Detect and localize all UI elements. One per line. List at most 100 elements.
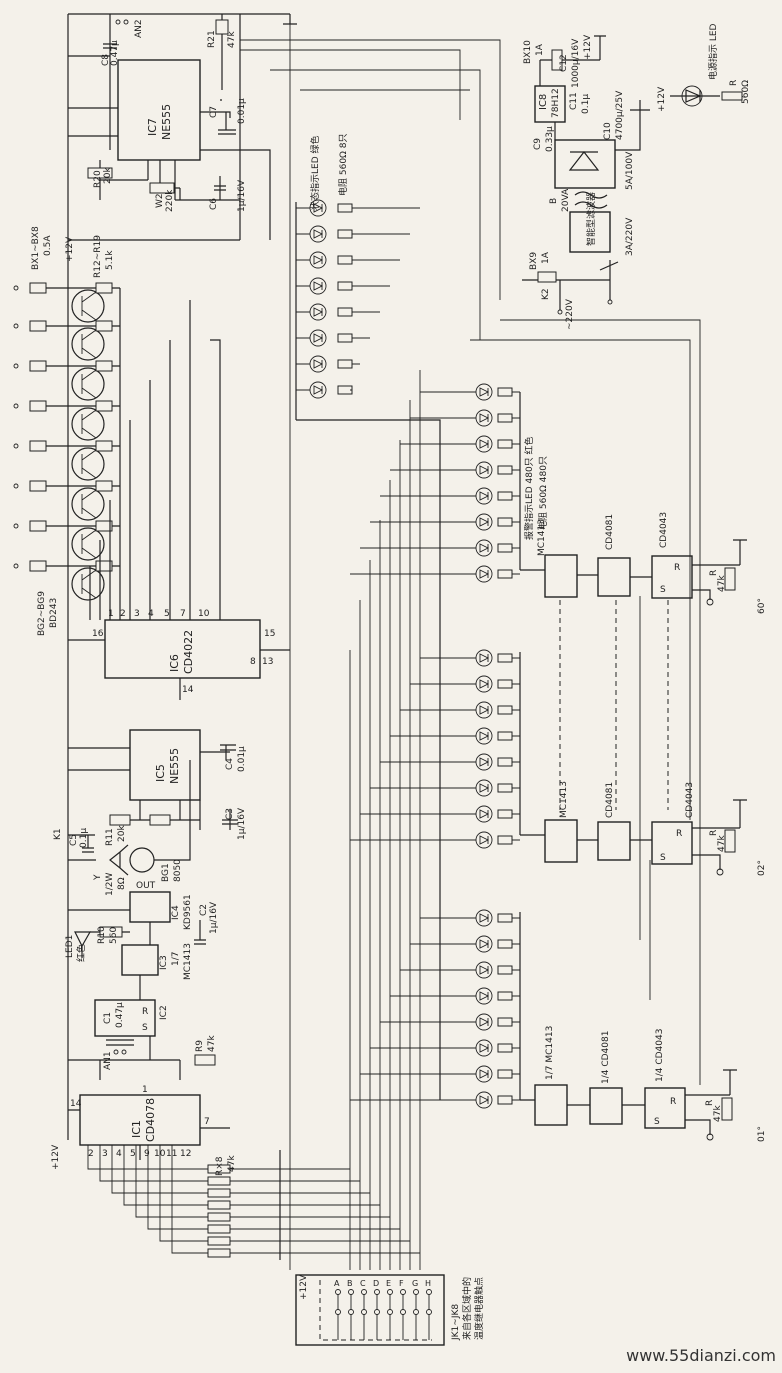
label-c9-val: 0.33μ [545, 126, 555, 152]
status-led-6 [309, 329, 327, 347]
transistor-4 [71, 360, 113, 401]
label-b-val: 20VA [561, 188, 571, 212]
jk-pin-F: F [399, 1279, 406, 1340]
transistor-5 [71, 400, 113, 441]
label-pwr-12v: +12V [657, 86, 667, 112]
label-c4: C4 [225, 758, 235, 770]
status-resistor-6 [337, 333, 353, 343]
label-c9: C9 [533, 138, 543, 150]
status-led-7 [309, 355, 327, 373]
label-bx1-8-val: 0.5A [43, 235, 53, 256]
ic5-box [129, 729, 201, 801]
label-w2-val: 220k [165, 189, 175, 212]
jk-plus12v: +12V [299, 1274, 309, 1300]
label-c8: C8 [101, 54, 111, 66]
fuse-2 [29, 320, 47, 332]
jk-pin-B: B [347, 1279, 354, 1340]
chain3-r-label: R [705, 1100, 715, 1106]
ic6-pin-16: 16 [92, 629, 104, 639]
ic1-part: CD4078 [144, 1098, 157, 1142]
fuse-5 [29, 440, 47, 452]
label-ac: ~220V [565, 298, 575, 330]
label-c6: C6 [209, 198, 219, 210]
alarm-resistor-b-6 [497, 783, 513, 793]
filter-box [569, 211, 611, 253]
label-k2: K2 [541, 288, 551, 300]
alarm-led-a-8 [475, 565, 493, 583]
label-pwr-r: R [729, 80, 739, 86]
chain2-r-label: R [709, 830, 719, 836]
alarm-resistor-a-8 [497, 569, 513, 579]
transistor-2 [71, 282, 113, 323]
label-bg1: BG1 [161, 863, 171, 882]
pulldown-resistor-3 [207, 1188, 231, 1198]
ic6-pin-4: 4 [148, 609, 154, 619]
power-supply [522, 35, 743, 315]
alarm-led-a-3 [475, 435, 493, 453]
label-y-val: 1/2W [105, 873, 115, 896]
ic1-pin-11: 11 [166, 1149, 177, 1159]
label-bg2-9-part: BD243 [49, 598, 59, 628]
label-alarm-res: 电阻 560Ω 480只 [537, 456, 549, 530]
label-w2: W2 [155, 193, 165, 208]
label-bg1-part: 8050 [173, 859, 183, 882]
fuse-3 [29, 360, 47, 372]
label-r12-19: R12~R19 [93, 235, 103, 278]
alarm-resistor-b-4 [497, 731, 513, 741]
label-c6-val: 1μ/16V [237, 179, 247, 212]
label-out12v: +12V [583, 34, 593, 60]
ic4-box [129, 891, 171, 923]
chain1-s-pin: S [660, 585, 666, 595]
ic6-pin-13: 13 [262, 657, 273, 667]
jk-letter-G: G [412, 1279, 418, 1288]
label-bx1-8: BX1~BX8 [31, 226, 41, 270]
ic1-pin-9: 9 [144, 1149, 150, 1159]
label-c5-val: 0.1μ [79, 828, 89, 848]
alarm-resistor-a-4 [497, 465, 513, 475]
status-led-2 [309, 225, 327, 243]
bridge-rectifier [554, 139, 616, 189]
ic6-pin-5: 5 [164, 609, 170, 619]
label-bx10-val: 1A [535, 43, 545, 56]
pulldown-resistor-8 [207, 1248, 231, 1258]
ic1-pin-12: 12 [180, 1149, 191, 1159]
alarm-resistor-c-6 [497, 1043, 513, 1053]
status-resistor-4 [337, 281, 353, 291]
alarm-led-c-3 [475, 961, 493, 979]
status-resistor-1 [337, 203, 353, 213]
alarm-led-groups [350, 383, 521, 1109]
ic7-box [117, 59, 201, 161]
ic6-pin-2: 2 [120, 609, 126, 619]
label-bx9-val: 1A [541, 251, 551, 264]
transistor-driver-bank [13, 282, 191, 620]
jk-desc-1: 来自各区域中的 [461, 1277, 473, 1340]
fuse-4 [29, 400, 47, 412]
ic6-pin-8: 8 [250, 657, 256, 667]
label-status-res: 电阻 560Ω 8只 [337, 133, 349, 196]
terminal-02: 02° [757, 860, 767, 876]
fuse-6 [29, 480, 47, 492]
jk-letter-A: A [334, 1279, 340, 1288]
alarm-led-a-7 [475, 539, 493, 557]
resistor-r18 [95, 520, 113, 532]
status-resistor-8 [337, 385, 353, 395]
alarm-led-a-1 [475, 383, 493, 401]
alarm-resistor-b-5 [497, 757, 513, 767]
ic6-pin-1: 1 [108, 609, 114, 619]
alarm-led-b-7 [475, 805, 493, 823]
pulldown-resistor-5 [207, 1212, 231, 1222]
label-r9: R9 [195, 1040, 205, 1052]
label-c2: C2 [199, 904, 209, 916]
label-y-ohm: 8Ω [117, 877, 127, 890]
jk-pin-A: A [334, 1279, 341, 1340]
resistor-r12 [95, 282, 113, 294]
ic4-out: OUT [136, 881, 156, 891]
label-bx10: BX10 [523, 40, 533, 64]
alarm-led-a-2 [475, 409, 493, 427]
resistor-r17 [95, 480, 113, 492]
alarm-led-a-5 [475, 487, 493, 505]
chain2-s-pin: S [660, 853, 666, 863]
label-c3: C3 [225, 808, 235, 820]
ic1-box [79, 1094, 201, 1146]
ic3-box [121, 944, 159, 976]
